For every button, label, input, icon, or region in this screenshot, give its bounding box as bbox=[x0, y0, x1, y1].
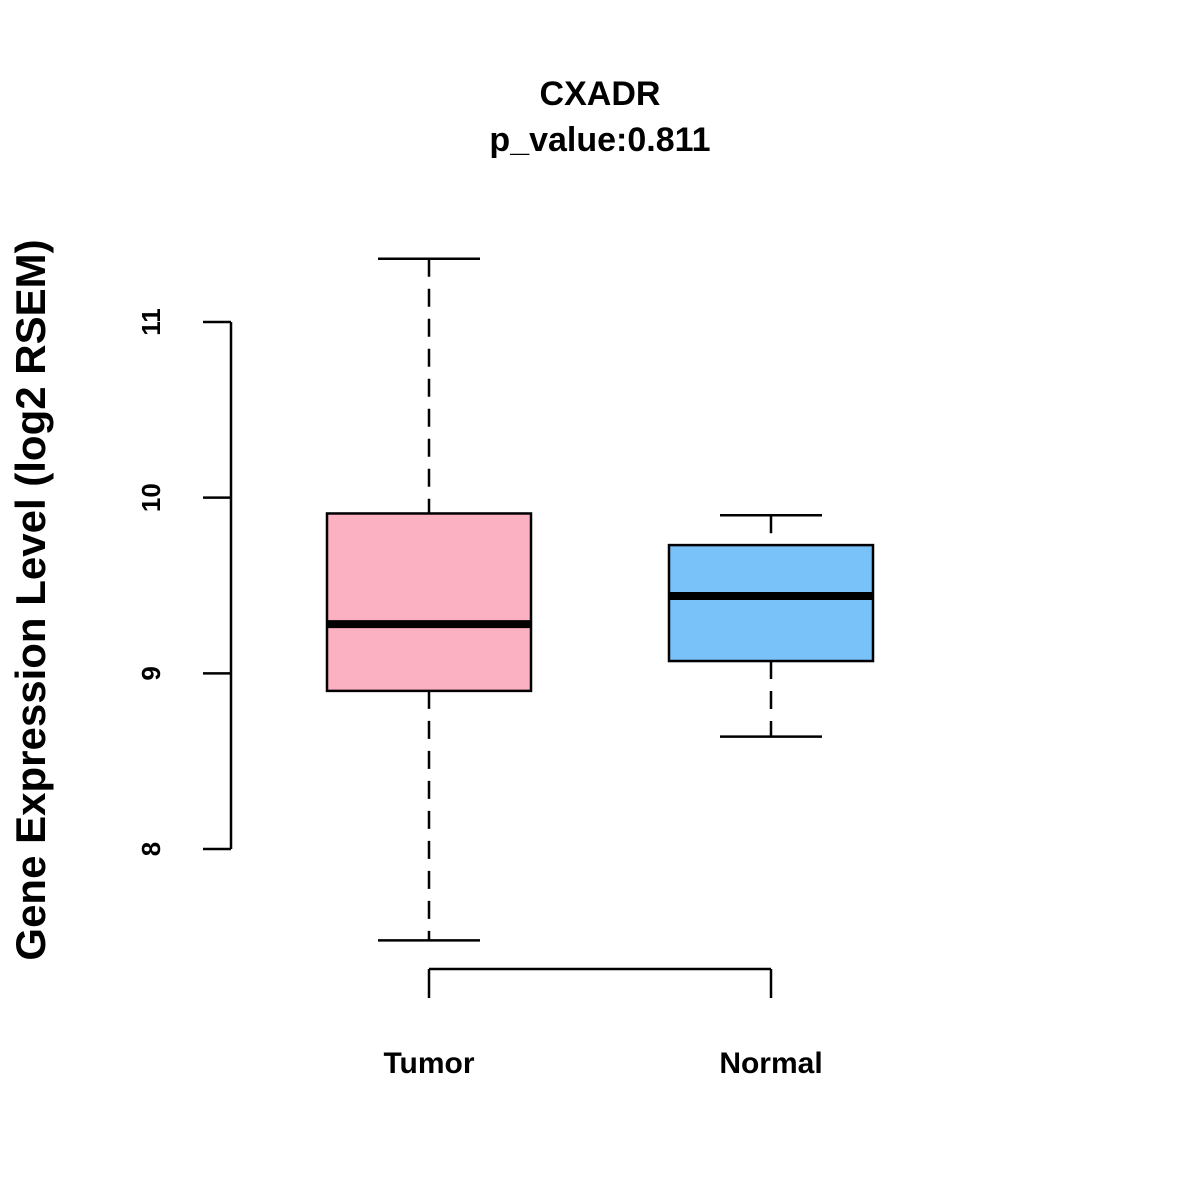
y-tick-label: 8 bbox=[136, 842, 166, 856]
y-axis-label: Gene Expression Level (log2 RSEM) bbox=[7, 239, 54, 960]
x-axis: Tumor Normal bbox=[383, 967, 823, 1080]
box-iqr bbox=[667, 543, 875, 663]
y-tick-label: 11 bbox=[136, 308, 166, 336]
boxes bbox=[325, 257, 875, 942]
box-normal bbox=[667, 513, 875, 738]
x-tick-label: Normal bbox=[719, 1047, 822, 1080]
chart-subtitle: p_value:0.811 bbox=[489, 121, 710, 159]
y-axis: 8 9 10 11 bbox=[136, 308, 233, 856]
box-iqr bbox=[325, 512, 533, 693]
y-tick-label: 10 bbox=[136, 483, 166, 512]
y-tick-label: 9 bbox=[136, 666, 166, 680]
box-tumor bbox=[325, 257, 533, 942]
x-tick-label: Tumor bbox=[383, 1047, 474, 1080]
chart-title: CXADR bbox=[540, 75, 661, 113]
